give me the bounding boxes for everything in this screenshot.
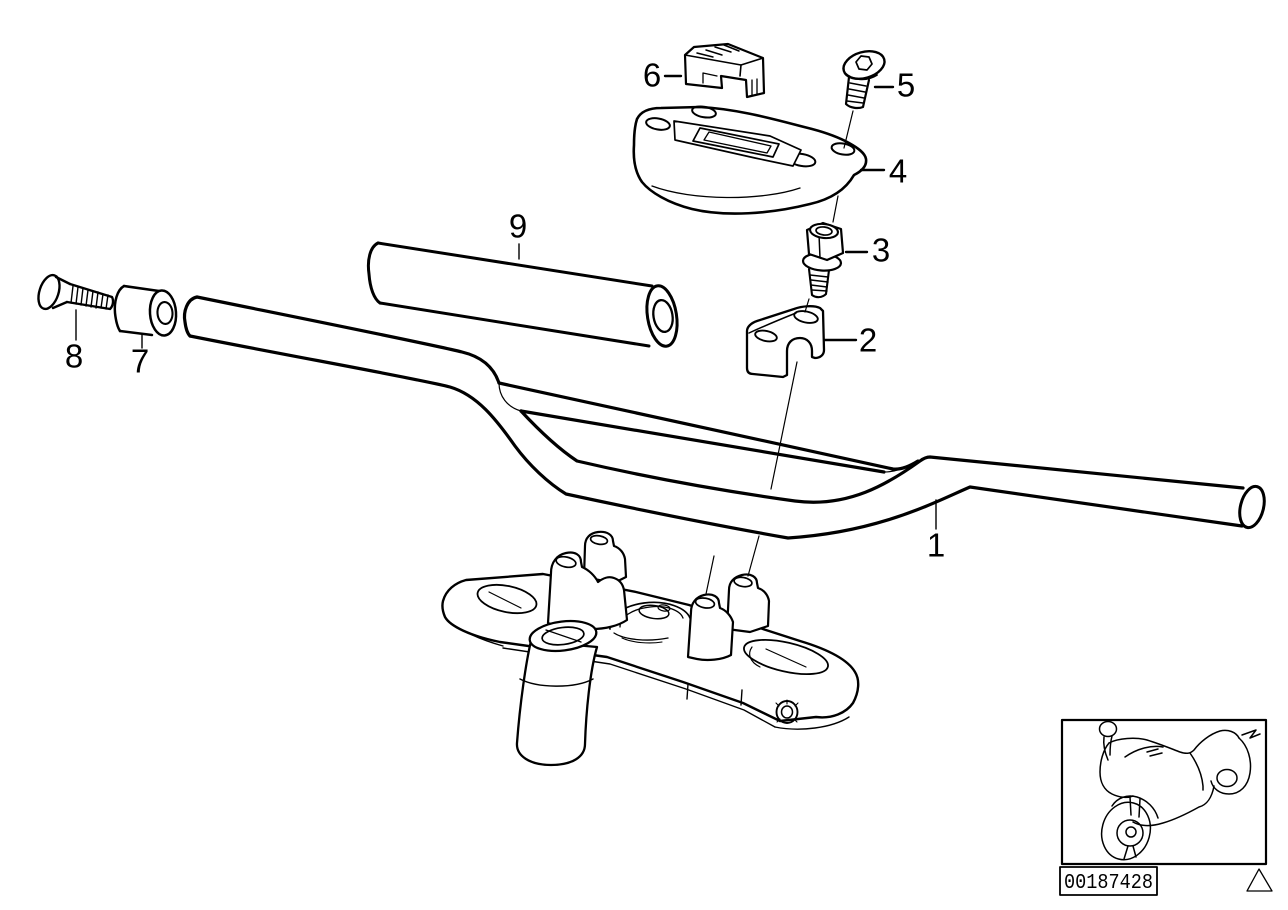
hex-socket-bolt: [801, 221, 845, 299]
callout-7[interactable]: 7: [131, 343, 149, 380]
spacer-sleeve: [113, 284, 178, 337]
leader-lines: [75, 74, 937, 595]
grip-tube-bore: [652, 298, 674, 334]
steering-stem-cylinder: [515, 619, 599, 767]
bolt-threads: [809, 274, 829, 292]
right-wing-recess: [743, 638, 829, 676]
left-wing-recess: [476, 583, 538, 615]
screw-threads: [846, 82, 867, 104]
callout-2[interactable]: 2: [859, 322, 877, 359]
callout-5[interactable]: 5: [897, 67, 915, 104]
cable-clip: [683, 42, 766, 99]
triangle-icon: [1246, 868, 1273, 892]
callout-8[interactable]: 8: [65, 338, 83, 375]
callout-9[interactable]: 9: [509, 208, 527, 245]
handlebar: [182, 295, 1266, 540]
callout-4[interactable]: 4: [889, 153, 907, 190]
spacer-bore: [156, 300, 174, 326]
hex-socket: [855, 55, 873, 71]
screw-threads: [70, 285, 109, 310]
button-head-screw: [842, 50, 886, 110]
handlebar-end-cap: [1238, 484, 1266, 530]
clamp-block: [745, 305, 826, 379]
handlebar-pedestals: [546, 530, 771, 662]
motorcycle-thumbnail-icon: [1060, 718, 1268, 866]
clip-ribs: [696, 44, 740, 58]
callout-6[interactable]: 6: [643, 57, 661, 94]
callout-1[interactable]: 1: [927, 527, 945, 564]
callout-3[interactable]: 3: [872, 232, 890, 269]
document-number-box: [1059, 866, 1158, 896]
fork-bridge: [441, 530, 860, 767]
clamp-cover-plate: [632, 105, 868, 215]
pinch-bolt-hole: [775, 699, 799, 724]
front-wheel: [1100, 801, 1152, 861]
grip-tube: [366, 241, 679, 348]
rear-wheel: [1216, 768, 1238, 788]
document-number: 00187428: [1064, 872, 1153, 895]
countersunk-screw: [37, 273, 115, 311]
mirror: [1098, 720, 1118, 738]
